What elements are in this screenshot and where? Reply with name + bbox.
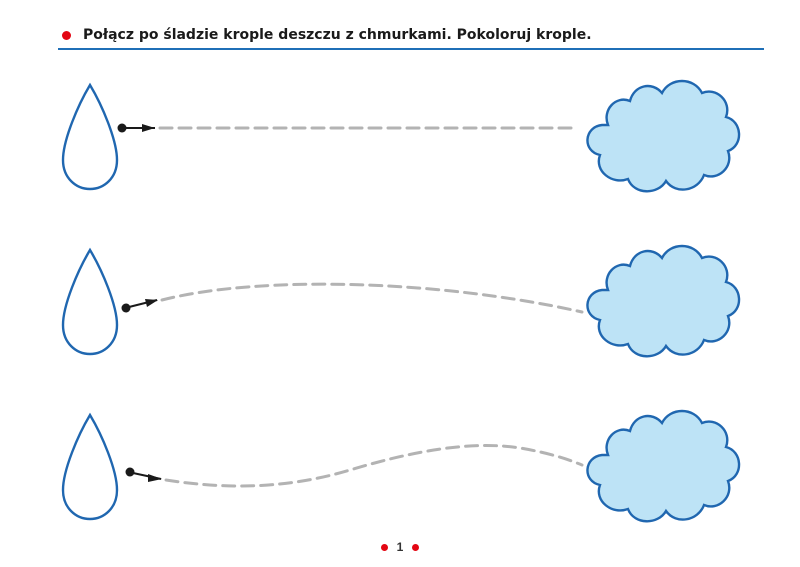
page-footer: 1 — [0, 540, 800, 554]
cloud-icon — [586, 409, 741, 523]
instruction-text: Połącz po śladzie krople deszczu z chmur… — [83, 27, 592, 43]
arrowhead-icon — [145, 299, 158, 307]
trace-start-dot — [117, 123, 127, 133]
header-rule — [58, 48, 764, 50]
arrowhead-icon — [148, 474, 162, 482]
cloud-icon — [586, 244, 741, 358]
trace-path[interactable] — [164, 443, 584, 488]
instruction-bullet — [62, 30, 71, 40]
raindrop-outline-icon[interactable] — [61, 83, 119, 191]
page-number: 1 — [396, 540, 404, 554]
instruction-header: Połącz po śladzie krople deszczu z chmur… — [62, 24, 592, 46]
trace-row-3 — [61, 409, 741, 523]
arrowhead-icon — [142, 124, 155, 132]
trace-row-2 — [61, 244, 741, 358]
raindrop-outline-icon[interactable] — [61, 248, 119, 356]
trace-start-dot — [125, 467, 135, 477]
cloud-icon — [586, 79, 741, 193]
trace-start-dot — [121, 303, 131, 313]
footer-dot-right — [412, 543, 420, 551]
footer-dot-left — [380, 543, 388, 551]
trace-path[interactable] — [160, 282, 584, 314]
raindrop-outline-icon[interactable] — [61, 413, 119, 521]
trace-row-1 — [61, 79, 741, 193]
